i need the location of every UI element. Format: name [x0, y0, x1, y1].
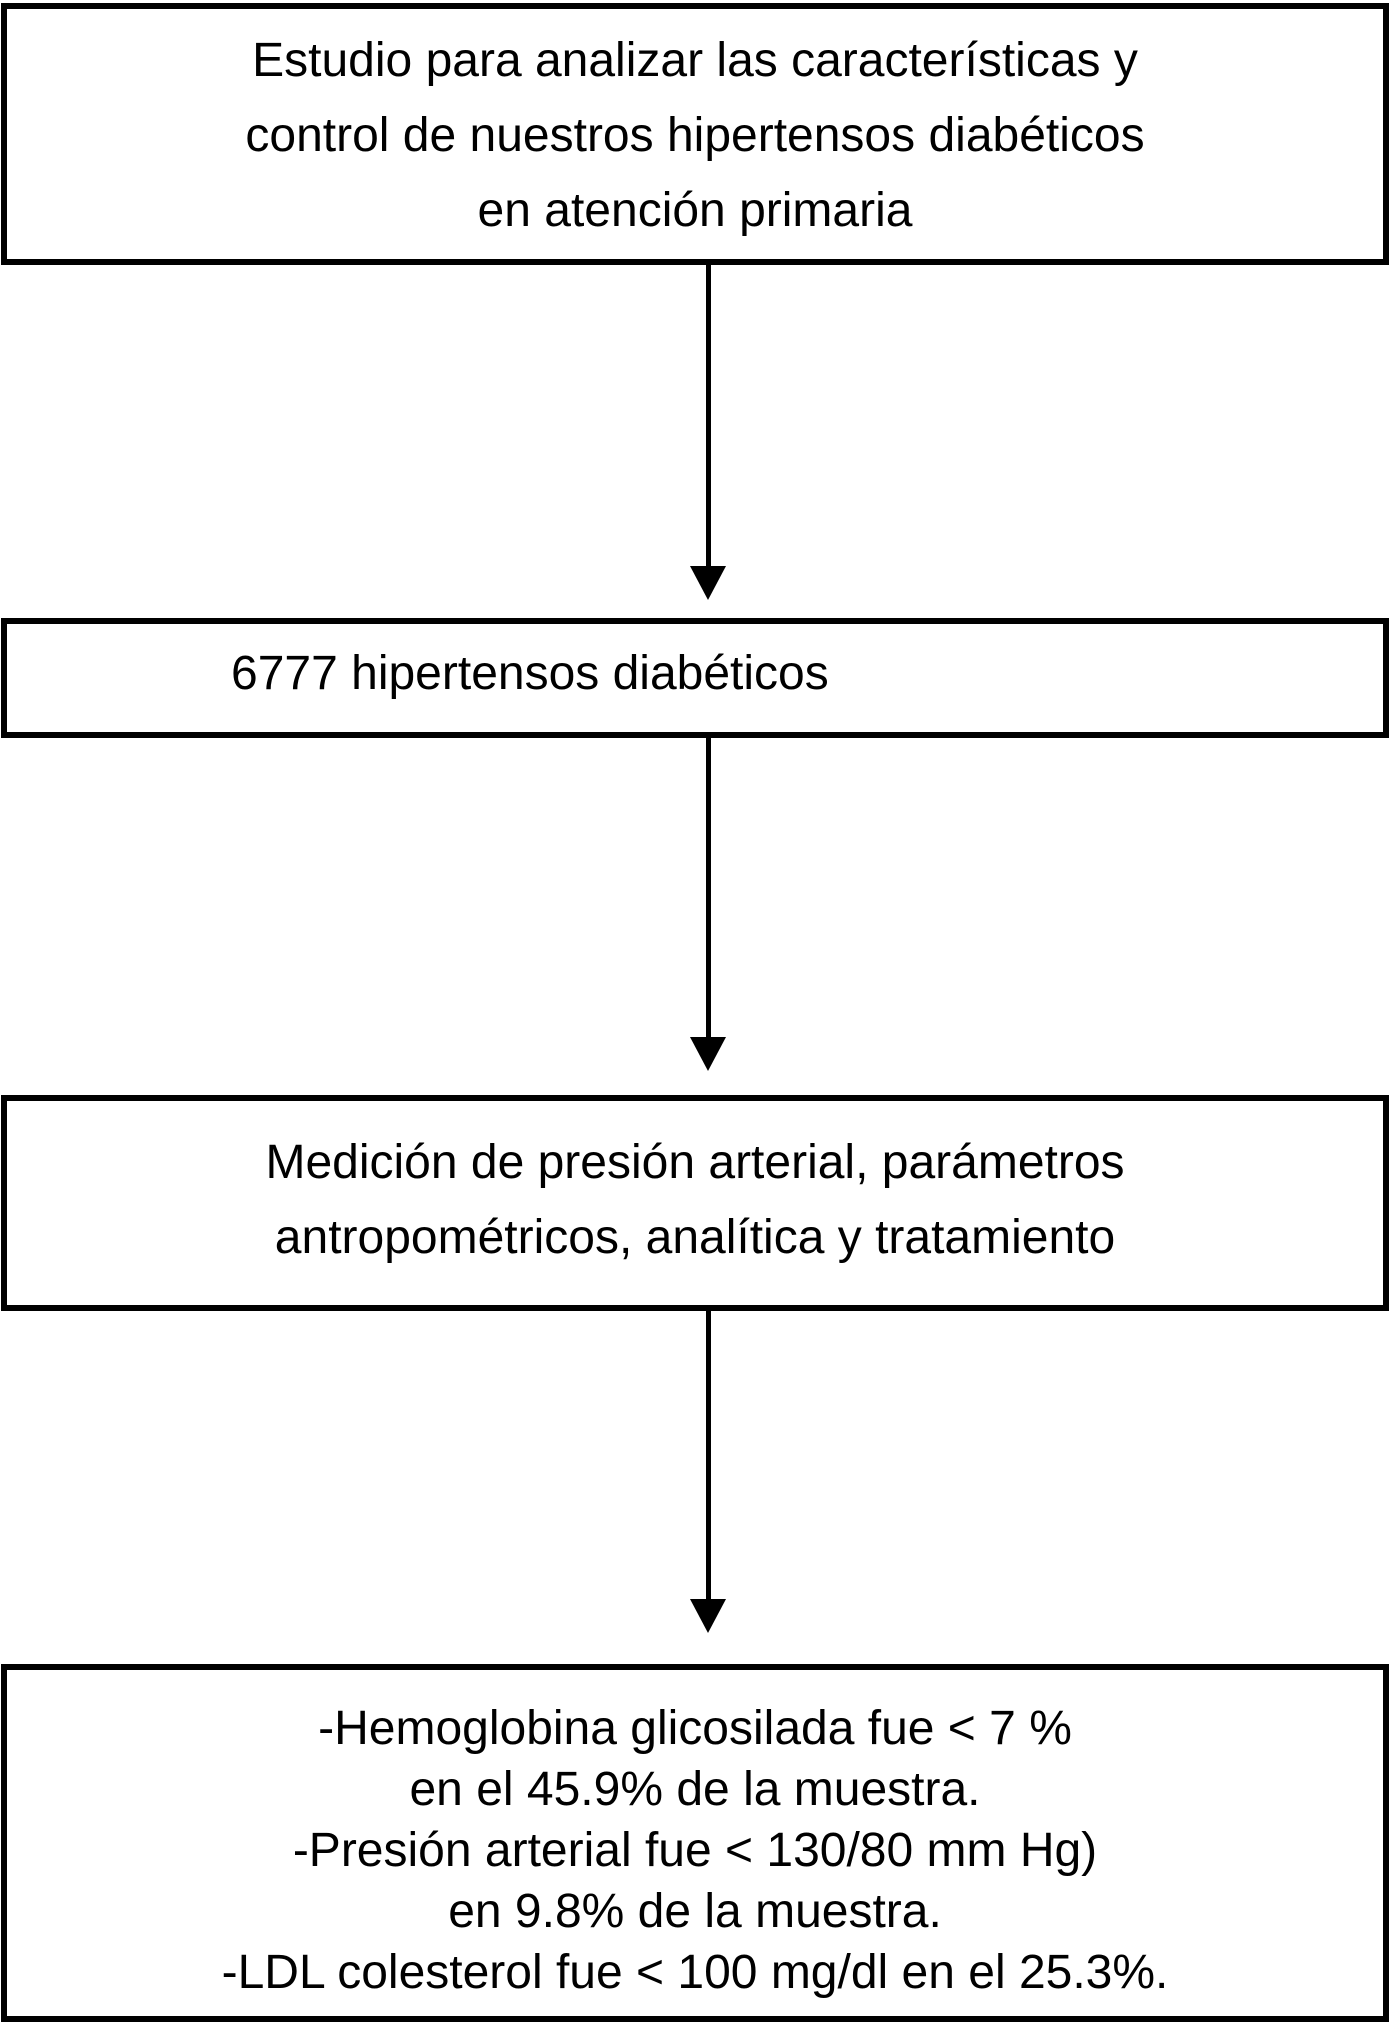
- arrow-shaft: [706, 738, 711, 1039]
- results-line-1: -Hemoglobina glicosilada fue < 7 %: [318, 1702, 1072, 1755]
- results-line-5: -LDL colesterol fue < 100 mg/dl en el 25…: [221, 1946, 1169, 1999]
- study-description-line-2: control de nuestros hipertensos diabétic…: [245, 109, 1145, 162]
- arrow-down-icon: [690, 1037, 726, 1071]
- sample-size-text: 6777 hipertensos diabéticos: [231, 647, 829, 700]
- measurements-line-1: Medición de presión arterial, parámetros: [265, 1136, 1125, 1189]
- study-description-box: Estudio para analizar las característica…: [1, 3, 1389, 265]
- study-description-line-1: Estudio para analizar las característica…: [252, 34, 1138, 87]
- results-box: -Hemoglobina glicosilada fue < 7 % en el…: [1, 1664, 1389, 2022]
- study-description-line-3: en atención primaria: [477, 184, 913, 237]
- measurements-box: Medición de presión arterial, parámetros…: [1, 1095, 1389, 1311]
- arrow-down-icon: [690, 566, 726, 600]
- measurements-line-2: antropométricos, analítica y tratamiento: [274, 1211, 1116, 1264]
- results-line-2: en el 45.9% de la muestra.: [409, 1763, 981, 1816]
- arrow-shaft: [706, 265, 711, 568]
- sample-size-box: 6777 hipertensos diabéticos: [1, 618, 1389, 738]
- arrow-shaft: [706, 1311, 711, 1601]
- arrow-down-icon: [690, 1599, 726, 1633]
- results-line-3: -Presión arterial fue < 130/80 mm Hg): [292, 1824, 1098, 1877]
- results-line-4: en 9.8% de la muestra.: [448, 1885, 942, 1938]
